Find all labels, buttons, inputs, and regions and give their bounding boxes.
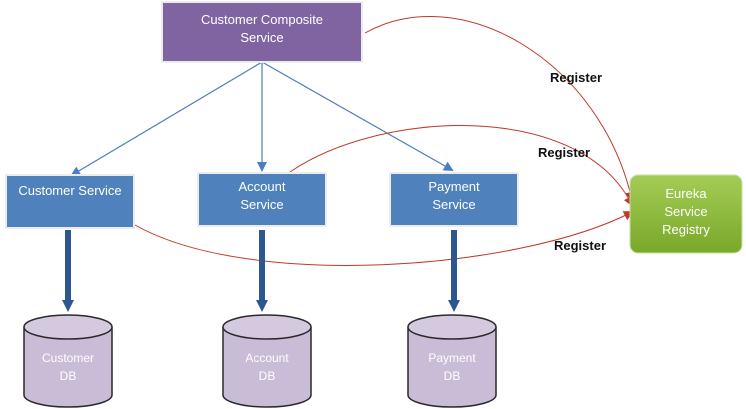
registry-label-line3: Registry [662,222,710,237]
payment-service-label-line1: Payment [428,179,480,194]
account-db-cylinder: Account DB [222,314,312,408]
composite-to-payment-arrow [261,61,454,171]
customer-service-label: Customer Service [18,183,121,198]
payment-db-label-line1: Payment [428,351,476,365]
eureka-registry-box: Eureka Service Registry [629,174,743,254]
customer-register-arrow [134,211,634,266]
account-db-label-line2: DB [259,369,276,383]
register-label-account: Register [538,145,590,160]
payment-db-cylinder: Payment DB [407,314,497,408]
register-label-customer: Register [554,238,606,253]
customer-db-arrowhead [62,300,74,312]
customer-composite-service-box: Customer Composite Service [161,1,363,63]
customer-db-label-line1: Customer [42,351,94,365]
payment-service-label-line2: Service [432,197,475,212]
register-label-composite: Register [550,70,602,85]
account-db-label-line1: Account [245,351,289,365]
payment-service-box: Payment Service [389,172,519,227]
account-service-box: Account Service [197,172,327,227]
account-service-label-line2: Service [240,197,283,212]
registry-label-line1: Eureka [665,186,707,201]
account-service-label-line1: Account [239,179,286,194]
registry-label-line2: Service [664,204,707,219]
customer-db-cylinder: Customer DB [23,314,113,408]
payment-db-label-line2: DB [444,369,461,383]
customer-db-label-line2: DB [60,369,77,383]
composite-label-line1: Customer Composite [201,12,323,27]
account-register-arrow [289,125,633,207]
composite-to-customer-arrow [70,61,263,177]
account-db-arrowhead [256,300,268,312]
customer-service-box: Customer Service [5,174,135,229]
payment-db-arrowhead [448,300,460,312]
composite-label-line2: Service [240,30,283,45]
composite-register-arrow [364,16,636,202]
